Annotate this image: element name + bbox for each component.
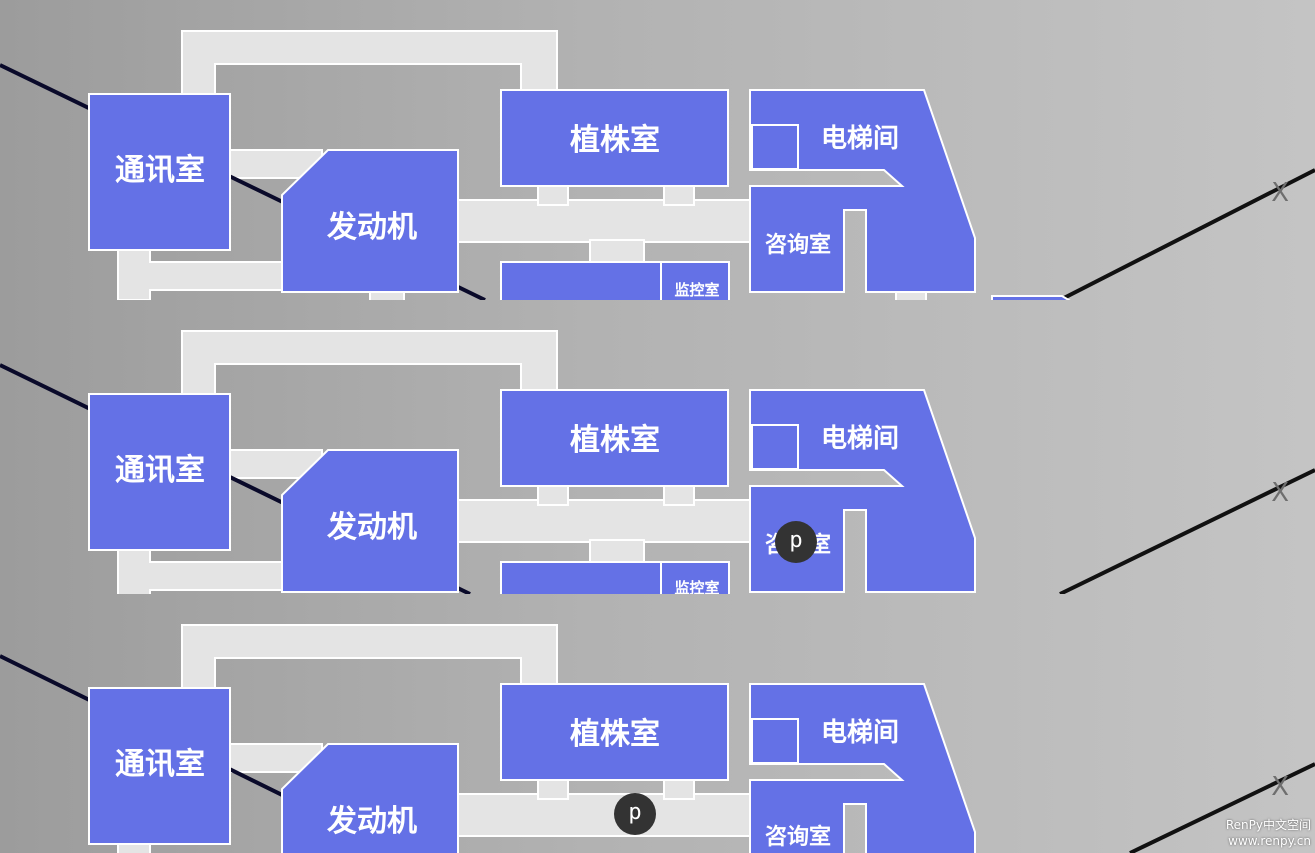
- room-comms-label: 通讯室: [115, 747, 205, 782]
- watermark: RenPy中文空间 www.renpy.cn: [1226, 817, 1311, 849]
- room-comms[interactable]: 通讯室: [88, 93, 231, 251]
- room-elevator-label: 电梯间: [821, 424, 899, 454]
- room-plant[interactable]: 植株室: [500, 389, 729, 487]
- map-panel-1: 通讯室 发动机 植株室 电梯间 咨询室 监控室 X: [0, 0, 1315, 300]
- corridors: [117, 624, 751, 853]
- room-elevator[interactable]: 电梯间 咨询室: [749, 89, 976, 293]
- close-icon[interactable]: X: [1271, 772, 1289, 802]
- room-engine-label: 发动机: [326, 210, 417, 245]
- room-consult-label: 咨询室: [765, 824, 831, 850]
- room-partial: [991, 295, 1071, 300]
- corridors: [117, 330, 751, 594]
- route-line-right: [1129, 762, 1315, 853]
- ship-map-1: 通讯室 发动机 植株室 电梯间 咨询室 监控室: [0, 30, 1315, 300]
- room-plant[interactable]: 植株室: [500, 683, 729, 781]
- room-plant-label: 植株室: [570, 717, 660, 752]
- ship-map-3: 通讯室 发动机 植株室 电梯间 咨询室: [0, 624, 1315, 853]
- route-line-right: [1059, 468, 1315, 594]
- map-panel-2: 通讯室 发动机 植株室 电梯间 咨询室 监控室 X p: [0, 300, 1315, 594]
- room-monitor-label: 监控室: [674, 281, 719, 299]
- room-engine[interactable]: 发动机: [281, 449, 459, 593]
- room-comms-label: 通讯室: [115, 453, 205, 488]
- room-engine[interactable]: 发动机: [281, 149, 459, 293]
- room-consult-label: 咨询室: [765, 232, 831, 258]
- room-comms-label: 通讯室: [115, 153, 205, 188]
- close-icon[interactable]: X: [1271, 478, 1289, 508]
- room-comms[interactable]: 通讯室: [88, 687, 231, 845]
- route-line-right: [1059, 168, 1315, 300]
- watermark-line2: www.renpy.cn: [1228, 834, 1311, 848]
- map-panel-3: 通讯室 发动机 植株室 电梯间 咨询室 X p RenPy中文空间 www.re…: [0, 594, 1315, 853]
- room-plant-label: 植株室: [570, 423, 660, 458]
- room-monitor[interactable]: 监控室: [500, 261, 730, 300]
- ship-map-2: 通讯室 发动机 植株室 电梯间 咨询室 监控室: [0, 330, 1315, 594]
- player-cursor-icon: p: [775, 521, 817, 563]
- room-monitor[interactable]: 监控室: [500, 561, 730, 594]
- room-comms[interactable]: 通讯室: [88, 393, 231, 551]
- room-elevator[interactable]: 电梯间 咨询室: [749, 683, 976, 853]
- room-monitor-label: 监控室: [674, 579, 719, 594]
- room-plant-label: 植株室: [570, 123, 660, 158]
- close-icon[interactable]: X: [1271, 178, 1289, 208]
- room-elevator-label: 电梯间: [821, 718, 899, 748]
- room-plant[interactable]: 植株室: [500, 89, 729, 187]
- room-elevator[interactable]: 电梯间 咨询室: [749, 389, 976, 593]
- room-engine[interactable]: 发动机: [281, 743, 459, 853]
- room-elevator-label: 电梯间: [821, 124, 899, 154]
- room-engine-label: 发动机: [326, 510, 417, 545]
- player-cursor-icon: p: [614, 793, 656, 835]
- watermark-line1: RenPy中文空间: [1225, 818, 1311, 832]
- room-engine-label: 发动机: [326, 804, 417, 839]
